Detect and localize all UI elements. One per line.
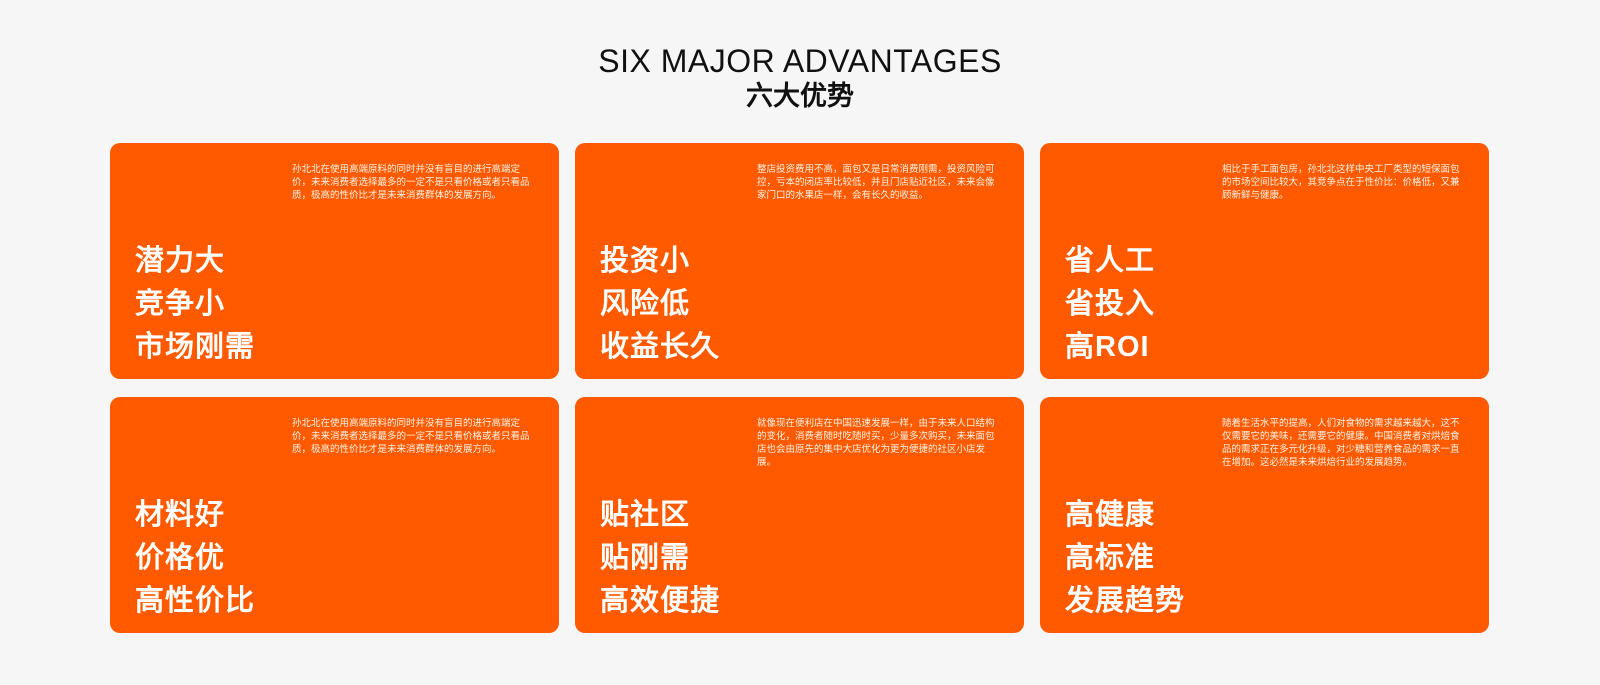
card-headline: 省人工 省投入 高ROI xyxy=(1065,240,1155,369)
card-headline-line: 竞争小 xyxy=(135,288,226,320)
card-headline-line: 投资小 xyxy=(600,245,691,277)
card-description: 相比于手工面包房，孙北北这样中央工厂类型的短保面包的市场空间比较大，其竞争点在于… xyxy=(1222,164,1460,201)
card-headline-line: 高ROI xyxy=(1065,331,1150,363)
card-description: 孙北北在使用高端原料的同时并没有盲目的进行高端定价，未来消费者选择最多的一定不是… xyxy=(292,418,530,455)
card-description: 整店投资费用不高，面包又是日常消费刚需，投资风险可控，亏本的闭店率比较低，并且门… xyxy=(757,164,995,201)
card-headline-line: 收益长久 xyxy=(600,331,721,363)
card-headline: 高健康 高标准 发展趋势 xyxy=(1065,494,1185,623)
advantages-grid: 孙北北在使用高端原料的同时并没有盲目的进行高端定价，未来消费者选择最多的一定不是… xyxy=(110,143,1490,633)
page-title-chinese: 六大优势 xyxy=(746,81,854,111)
page-title-english: SIX MAJOR ADVANTAGES xyxy=(598,43,1002,79)
card-headline: 材料好 价格优 高性价比 xyxy=(135,494,255,623)
card-description: 随着生活水平的提高，人们对食物的需求越来越大，这不仅需要它的美味，还需要它的健康… xyxy=(1222,418,1460,468)
advantage-card-health: 随着生活水平的提高，人们对食物的需求越来越大，这不仅需要它的美味，还需要它的健康… xyxy=(1040,397,1489,633)
card-description: 孙北北在使用高端原料的同时并没有盲目的进行高端定价，未来消费者选择最多的一定不是… xyxy=(292,164,530,201)
advantage-card-labor: 相比于手工面包房，孙北北这样中央工厂类型的短保面包的市场空间比较大，其竞争点在于… xyxy=(1040,143,1489,379)
card-headline-line: 潜力大 xyxy=(135,245,226,277)
card-headline-line: 风险低 xyxy=(600,288,691,320)
advantage-card-materials: 孙北北在使用高端原料的同时并没有盲目的进行高端定价，未来消费者选择最多的一定不是… xyxy=(110,397,559,633)
card-headline: 投资小 风险低 收益长久 xyxy=(600,240,720,369)
card-headline-line: 贴刚需 xyxy=(600,542,691,574)
card-headline: 潜力大 竞争小 市场刚需 xyxy=(135,240,255,369)
card-headline-line: 省人工 xyxy=(1065,245,1156,277)
advantage-card-investment: 整店投资费用不高，面包又是日常消费刚需，投资风险可控，亏本的闭店率比较低，并且门… xyxy=(575,143,1024,379)
card-headline-line: 价格优 xyxy=(135,542,226,574)
card-headline-line: 省投入 xyxy=(1065,288,1156,320)
card-headline-line: 贴社区 xyxy=(600,499,691,531)
card-headline-line: 发展趋势 xyxy=(1065,585,1186,617)
card-headline-line: 材料好 xyxy=(135,499,226,531)
advantage-card-potential: 孙北北在使用高端原料的同时并没有盲目的进行高端定价，未来消费者选择最多的一定不是… xyxy=(110,143,559,379)
advantage-card-community: 就像现在便利店在中国迅速发展一样，由于未来人口结构的变化，消费者随时吃随时买，少… xyxy=(575,397,1024,633)
card-headline: 贴社区 贴刚需 高效便捷 xyxy=(600,494,720,623)
card-headline-line: 市场刚需 xyxy=(135,331,256,363)
page-heading: SIX MAJOR ADVANTAGES 六大优势 xyxy=(0,42,1600,112)
card-headline-line: 高标准 xyxy=(1065,542,1156,574)
card-headline-line: 高效便捷 xyxy=(600,585,721,617)
card-headline-line: 高性价比 xyxy=(135,585,256,617)
card-headline-line: 高健康 xyxy=(1065,499,1156,531)
card-description: 就像现在便利店在中国迅速发展一样，由于未来人口结构的变化，消费者随时吃随时买，少… xyxy=(757,418,995,468)
